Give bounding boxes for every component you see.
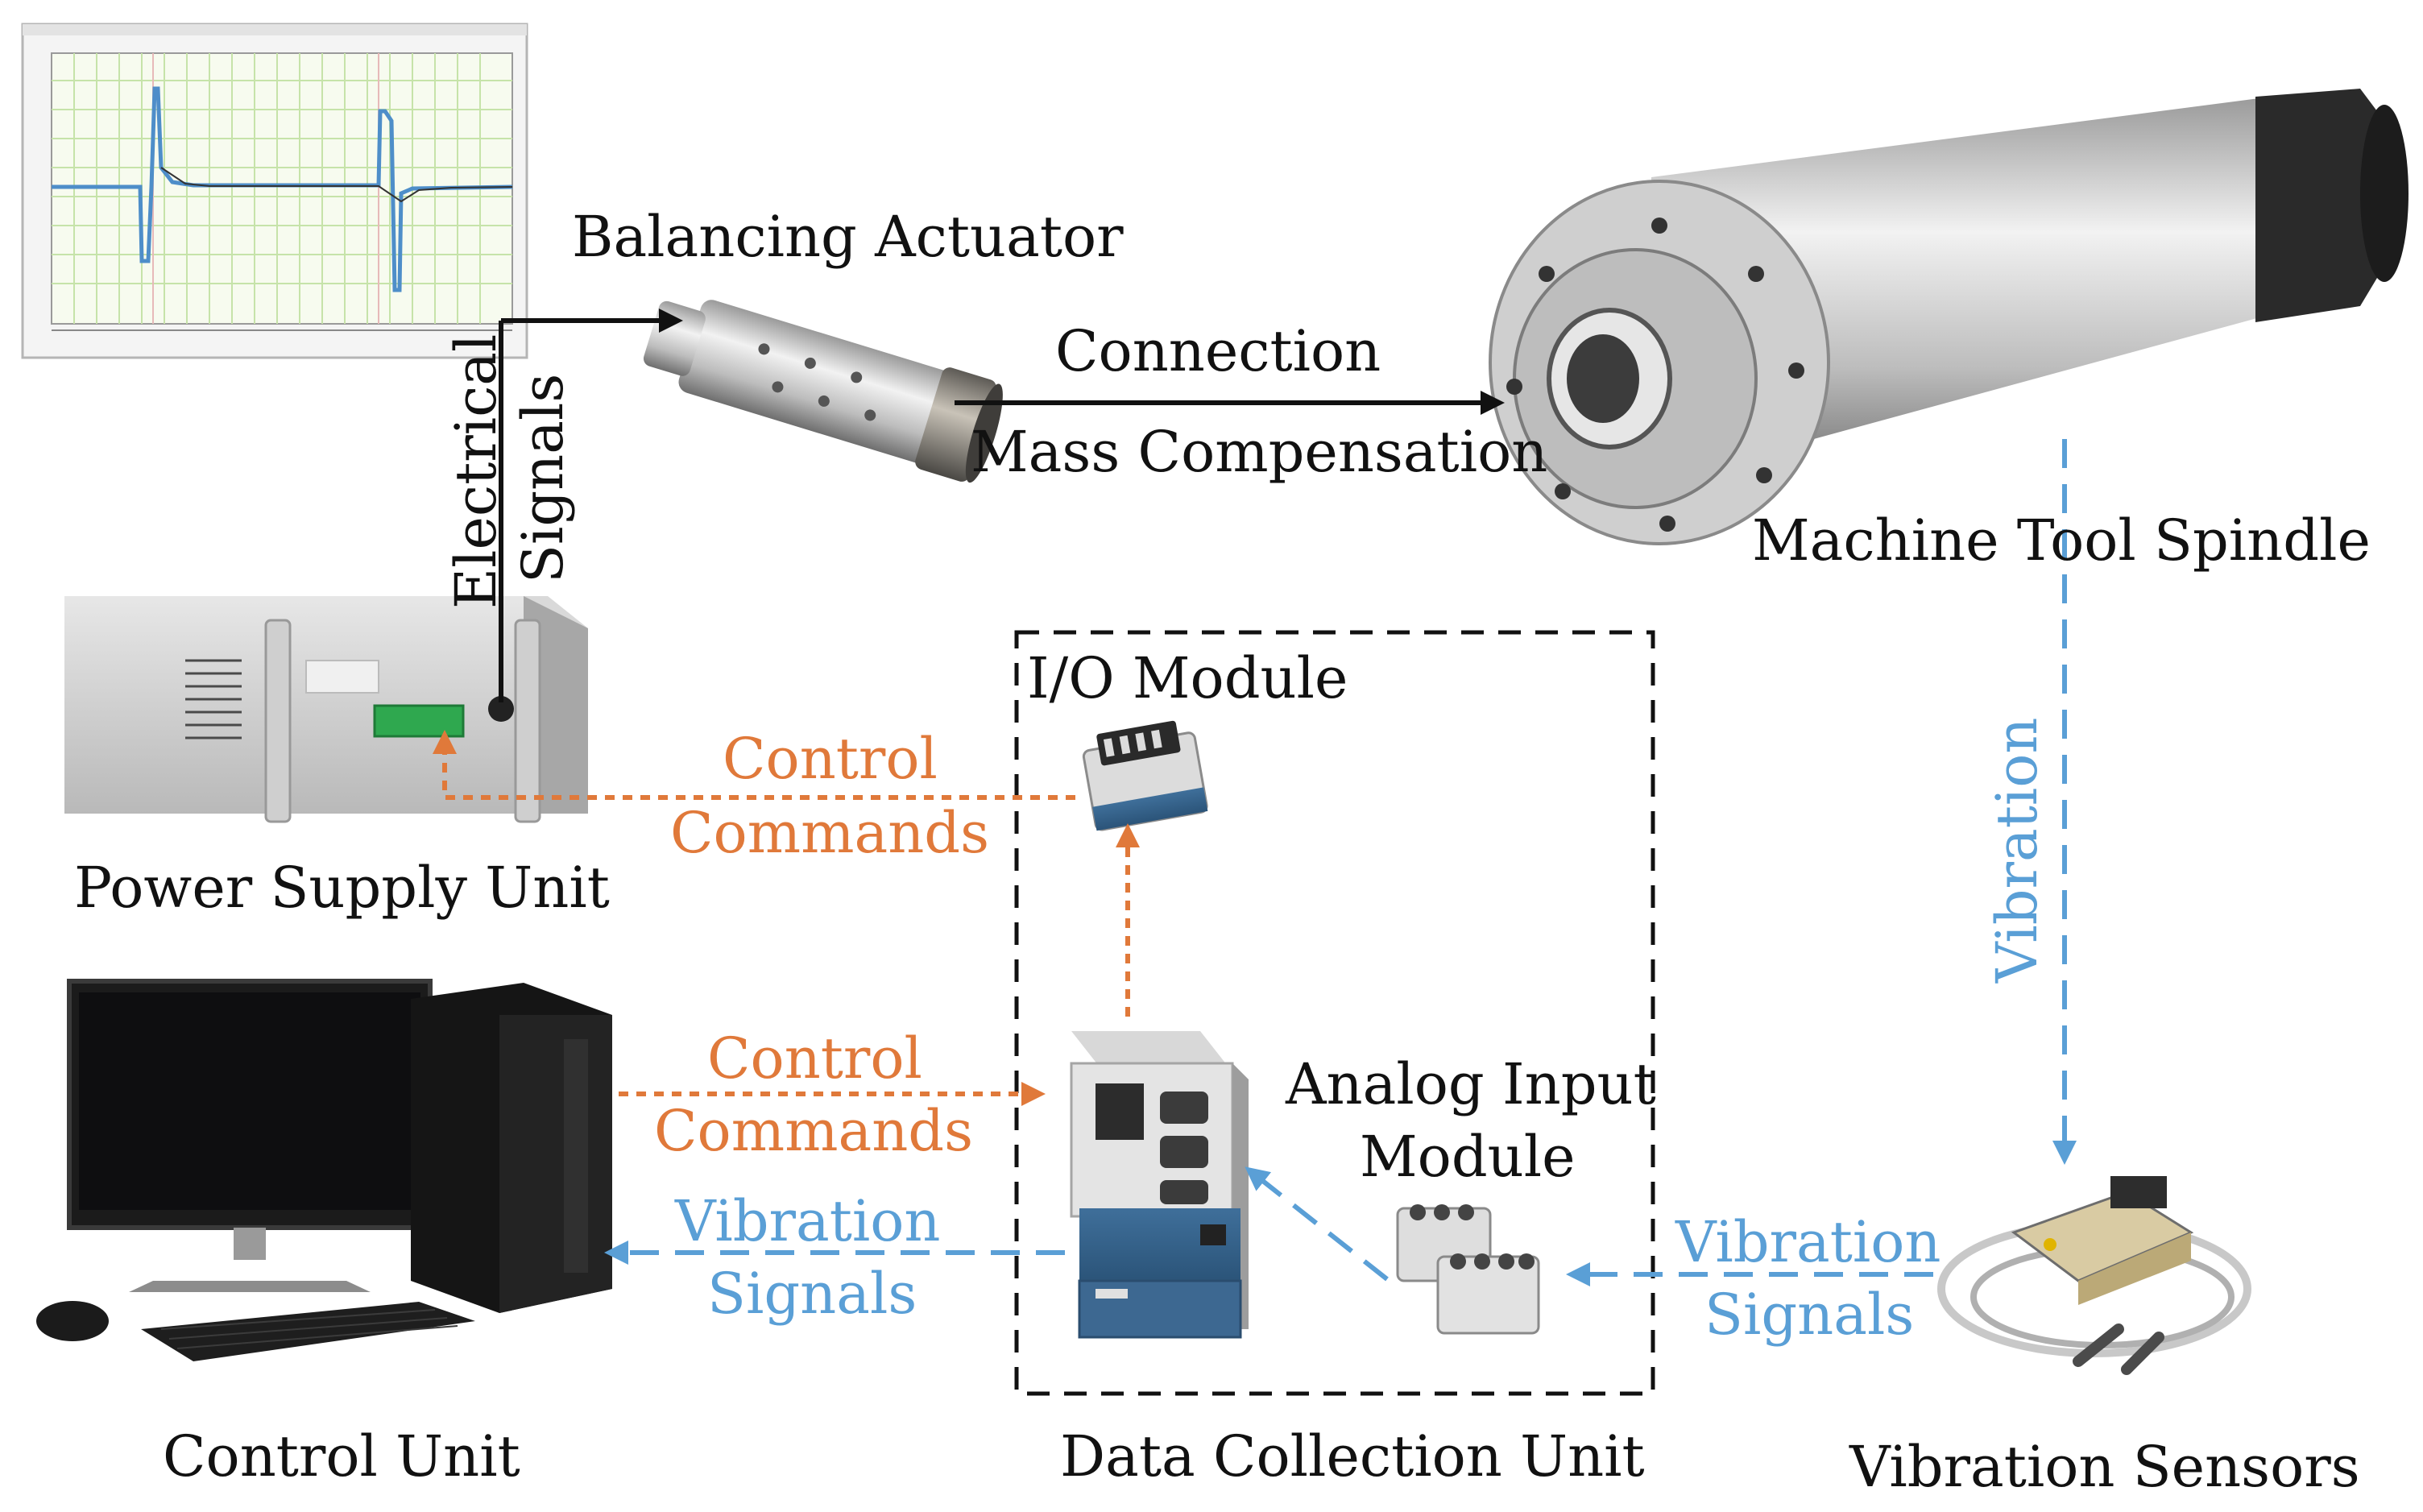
io-module-label: I/O Module: [1027, 645, 1348, 711]
mass-compensation-label: Mass Compensation: [971, 419, 1547, 485]
signals-label-right: Signals: [1704, 1282, 1914, 1348]
vibration-sensors-label: Vibration Sensors: [1849, 1434, 2360, 1500]
data-collection-unit-box: [1014, 630, 1655, 1396]
analog-input-label: Analog Input: [1285, 1051, 1656, 1117]
desktop-computer-photo: [36, 979, 612, 1361]
signals-label-left: Signals: [707, 1261, 917, 1327]
power-supply-photo: [64, 596, 588, 823]
io-module-photo: [1082, 720, 1208, 831]
control-unit-label: Control Unit: [163, 1423, 520, 1489]
vibration-vertical-label: Vibration: [1984, 718, 2050, 984]
control-label-top: Control: [723, 726, 938, 792]
connection-label: Connection: [1055, 318, 1381, 384]
analog-to-daq-arrow: [1245, 1166, 1389, 1282]
data-collection-unit-label: Data Collection Unit: [1060, 1423, 1645, 1489]
module-label: Module: [1360, 1124, 1576, 1190]
daq-chassis-photo: [1070, 1031, 1249, 1339]
power-supply-unit-label: Power Supply Unit: [74, 855, 610, 921]
machine-tool-spindle-label: Machine Tool Spindle: [1752, 507, 2371, 574]
balancing-actuator-photo: [643, 300, 1003, 483]
vibration-label-right: Vibration: [1675, 1209, 1940, 1275]
electrical-label: Electrical: [443, 334, 509, 609]
oscilloscope-plot: [21, 23, 528, 359]
analog-input-modules-photo: [1396, 1204, 1540, 1335]
control-label-mid: Control: [707, 1025, 922, 1092]
spindle-photo: [1489, 89, 2409, 545]
commands-label-top: Commands: [670, 800, 989, 866]
electrical-signals-vertical-label: Signals: [510, 374, 576, 583]
vibration-label-left: Vibration: [674, 1188, 940, 1254]
balancing-actuator-label: Balancing Actuator: [572, 204, 1124, 270]
vibration-sensors-photo: [1937, 1176, 2251, 1375]
commands-label-mid: Commands: [654, 1098, 973, 1164]
